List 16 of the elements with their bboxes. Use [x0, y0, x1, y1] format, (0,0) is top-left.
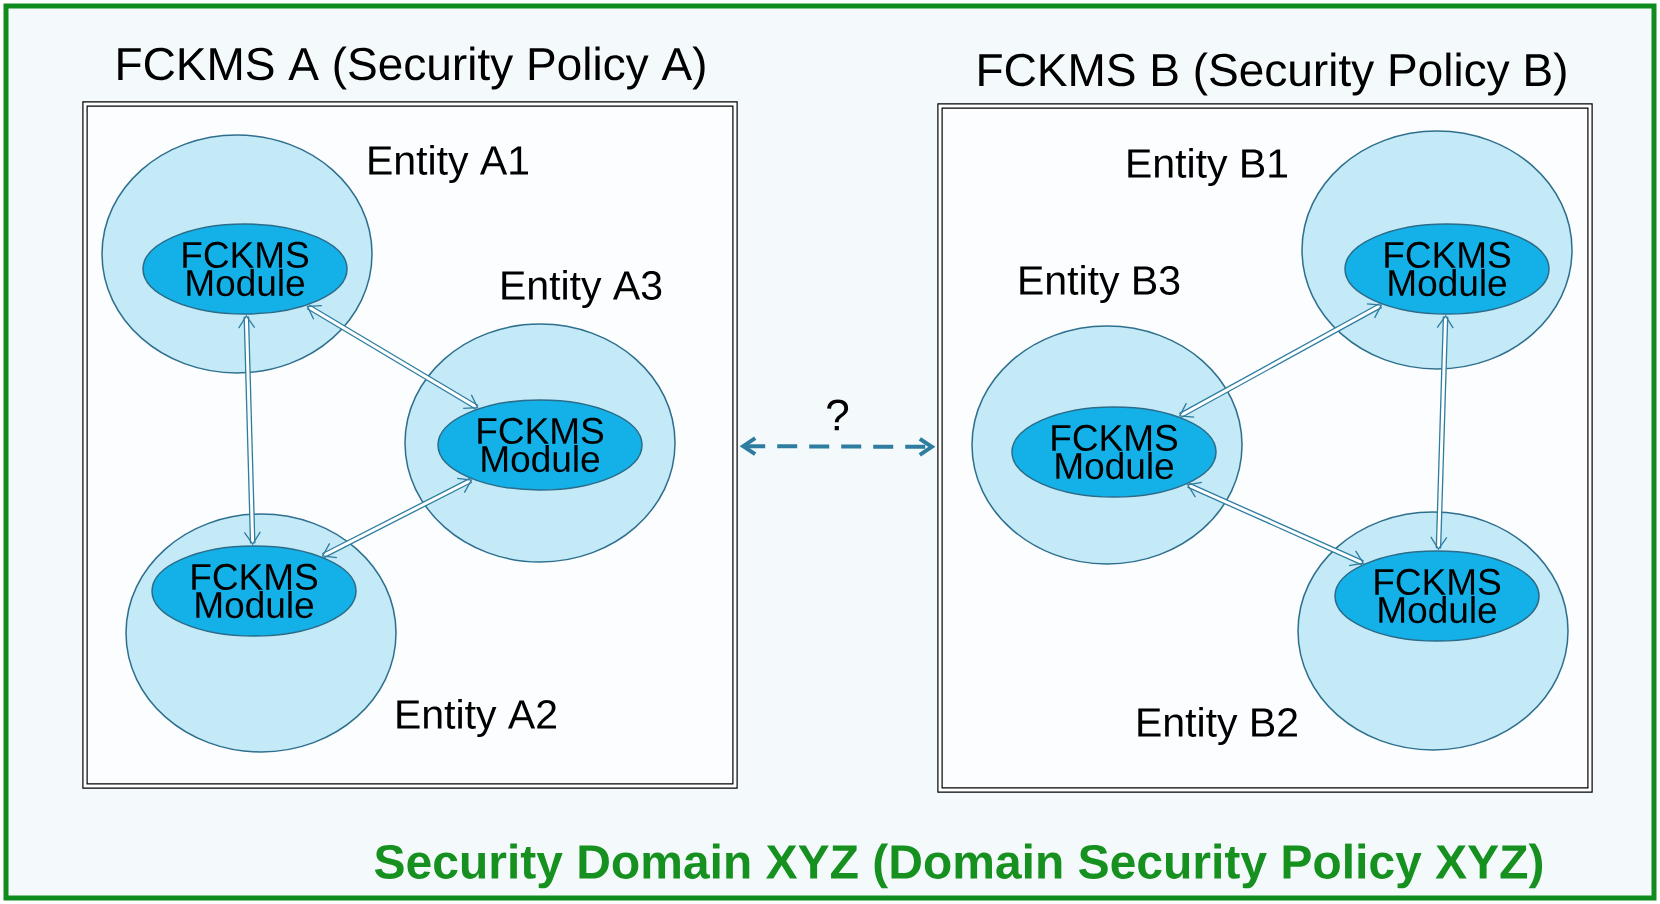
node-label: FCKMS B (Security Policy B) [979, 52, 1566, 96]
node-label: Entity A1 [369, 144, 529, 184]
node-label: Entity B1 [1128, 147, 1288, 187]
node-label: Entity A3 [502, 269, 662, 309]
node-label: FCKMS A (Security Policy A) [118, 46, 705, 90]
node-label: Entity B2 [1138, 706, 1297, 746]
arrow [306, 304, 479, 410]
node-label: Entity B3 [1020, 264, 1180, 304]
arrow [321, 477, 473, 559]
arrow [739, 436, 936, 457]
arrow [238, 314, 261, 546]
arrow [1186, 481, 1365, 567]
edge-label: ? [827, 399, 849, 431]
arrow [1178, 302, 1383, 419]
node-label: Entity A2 [397, 698, 556, 738]
arrow [1430, 314, 1454, 551]
